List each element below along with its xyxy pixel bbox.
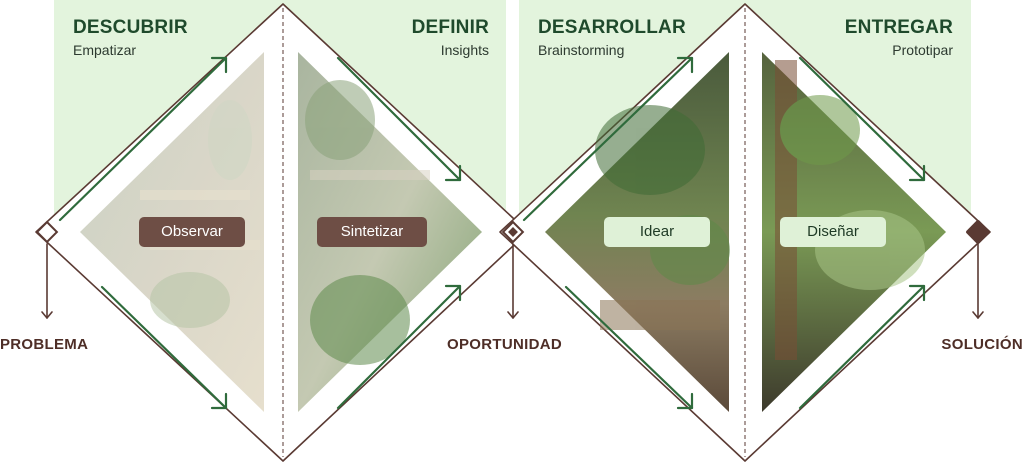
activity-pill-sintetizar: Sintetizar xyxy=(317,217,427,247)
endpoint-solucion: SOLUCIÓN xyxy=(941,336,1023,353)
phase-subtitle-empatizar: Empatizar xyxy=(73,42,137,58)
diagonal-arrow-icon xyxy=(798,284,926,410)
phase-subtitle-prototipar: Prototipar xyxy=(892,42,953,58)
endpoint-problema: PROBLEMA xyxy=(0,336,89,353)
diagonal-arrows xyxy=(58,56,926,410)
diamond-node-icon xyxy=(35,220,59,244)
diagonal-arrow-icon xyxy=(336,284,462,410)
down-arrows xyxy=(41,243,984,319)
down-arrow-icon xyxy=(41,243,53,319)
down-arrow-icon xyxy=(507,243,519,319)
diagonal-arrow-icon xyxy=(58,56,228,222)
diagonal-arrow-icon xyxy=(798,56,926,182)
down-arrow-icon xyxy=(972,243,984,319)
activity-pill-idear: Idear xyxy=(604,217,710,247)
phase-title-desarrollar: DESARROLLAR xyxy=(538,17,686,38)
activity-pill-observar: Observar xyxy=(139,217,245,247)
diamond-node-icon xyxy=(501,220,525,244)
diagonal-arrow-icon xyxy=(522,56,694,222)
diamond-node-icon xyxy=(966,220,990,244)
phase-title-descubrir: DESCUBRIR xyxy=(73,17,188,38)
diagonal-arrow-icon xyxy=(100,285,228,410)
phase-title-entregar: ENTREGAR xyxy=(844,17,953,38)
phase-subtitle-insights: Insights xyxy=(440,42,489,58)
endpoint-oportunidad: OPORTUNIDAD xyxy=(447,336,562,353)
diagonal-arrow-icon xyxy=(336,56,462,182)
activity-pill-disenar: Diseñar xyxy=(780,217,886,247)
diagonal-arrow-icon xyxy=(564,285,694,410)
phase-subtitle-brainstorming: Brainstorming xyxy=(538,42,625,58)
phase-title-definir: DEFINIR xyxy=(411,17,489,38)
